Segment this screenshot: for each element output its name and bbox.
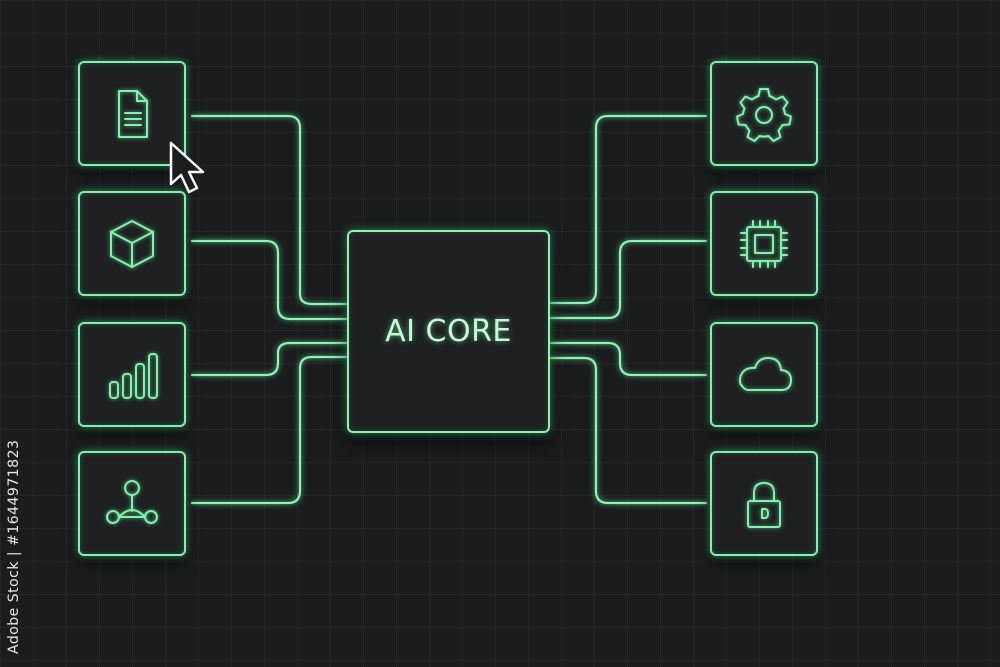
document-icon	[118, 89, 148, 138]
stock-id-watermark: Adobe Stock | #1644971823	[6, 439, 22, 654]
gear-icon	[736, 87, 792, 142]
wire-network	[190, 355, 348, 505]
wire-chart	[190, 341, 348, 377]
wire-document	[190, 114, 348, 306]
wire-cloud	[549, 341, 708, 377]
mouse-pointer-icon	[169, 141, 205, 194]
bar-chart-icon	[109, 352, 158, 399]
cube-icon	[110, 219, 154, 268]
cpu-chip-icon	[740, 219, 788, 268]
wire-gear	[549, 114, 708, 305]
node-cloud[interactable]	[710, 322, 818, 427]
node-cube[interactable]	[78, 191, 186, 296]
wire-cube	[190, 239, 348, 321]
cloud-icon	[738, 356, 792, 391]
network-icon	[106, 479, 158, 524]
padlock-icon	[747, 481, 781, 528]
node-gear[interactable]	[710, 61, 818, 166]
wire-lock	[549, 356, 708, 505]
node-network[interactable]	[78, 451, 186, 556]
ai-core-label: AI CORE	[385, 314, 512, 349]
ai-core-block[interactable]: AI CORE	[347, 230, 550, 433]
node-document[interactable]	[78, 61, 186, 166]
node-padlock[interactable]	[710, 451, 818, 556]
node-bar-chart[interactable]	[78, 322, 186, 427]
wire-chip	[549, 239, 708, 320]
node-cpu-chip[interactable]	[710, 191, 818, 296]
